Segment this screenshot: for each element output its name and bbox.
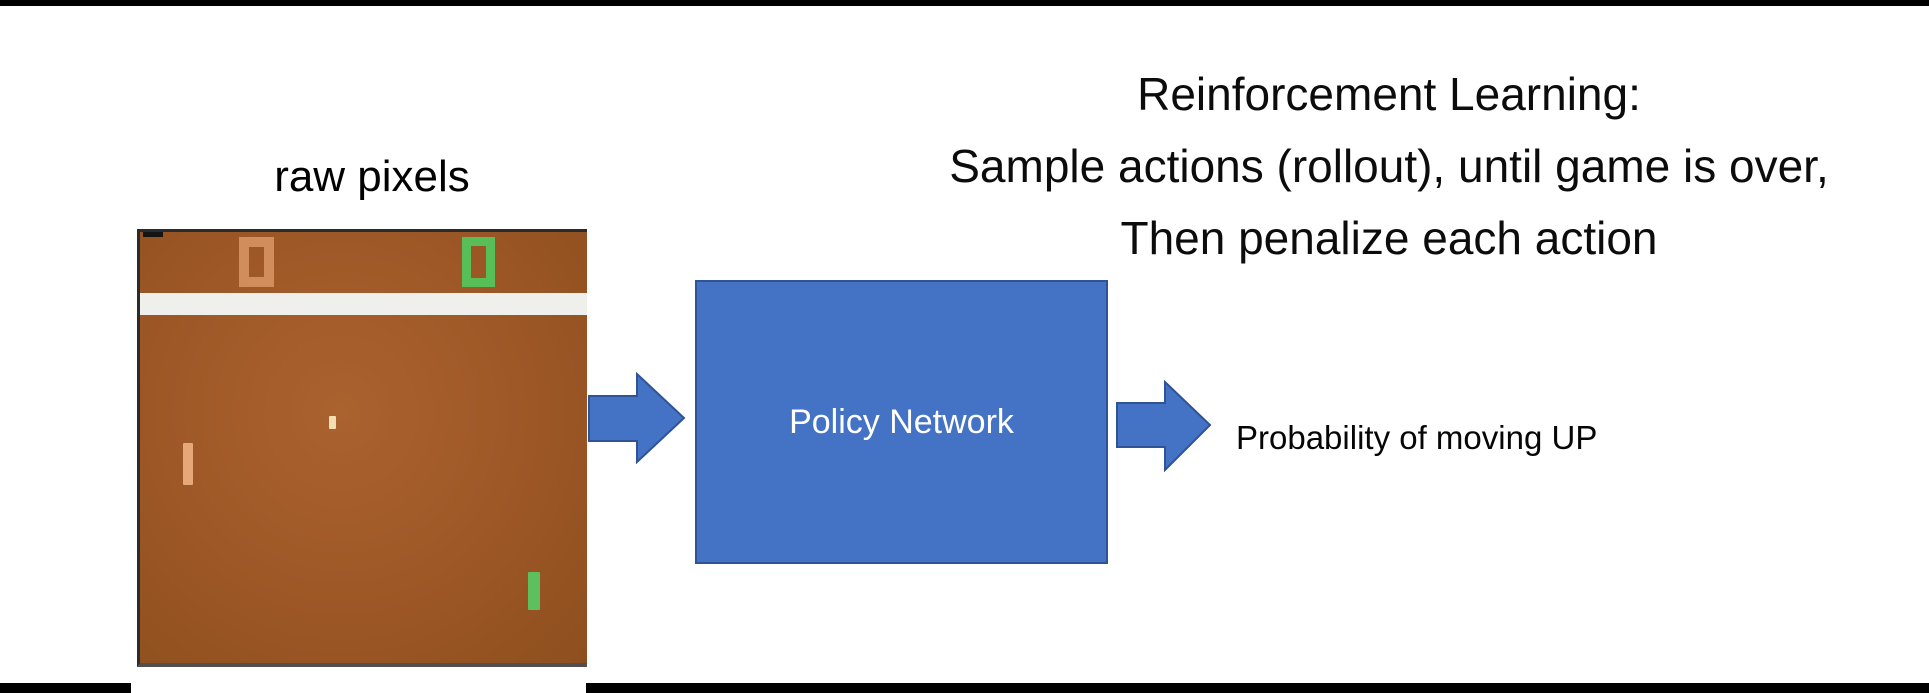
pong-right-score-zero	[462, 237, 495, 287]
pong-left-paddle	[183, 443, 193, 485]
slide-title: Reinforcement Learning: Sample actions (…	[849, 58, 1929, 274]
pong-image	[131, 222, 587, 693]
policy-network-box: Policy Network	[695, 280, 1108, 564]
pong-top-left-dash	[143, 232, 163, 237]
policy-network-label: Policy Network	[789, 402, 1014, 441]
output-arrow-icon	[1116, 380, 1212, 472]
output-probability-label: Probability of moving UP	[1236, 419, 1598, 456]
pong-game-screen	[137, 229, 587, 667]
title-line-3: Then penalize each action	[1120, 212, 1658, 264]
pong-ball	[329, 416, 336, 429]
title-line-2: Sample actions (rollout), until game is …	[949, 140, 1829, 192]
input-arrow-icon	[588, 372, 686, 464]
raw-pixels-label: raw pixels	[274, 152, 470, 201]
pong-left-score-zero	[239, 237, 274, 287]
pong-right-paddle	[528, 572, 540, 610]
top-black-bar	[0, 0, 1929, 6]
pong-top-wall	[140, 293, 587, 315]
bottom-black-bar	[0, 683, 1929, 693]
title-line-1: Reinforcement Learning:	[1137, 68, 1641, 120]
